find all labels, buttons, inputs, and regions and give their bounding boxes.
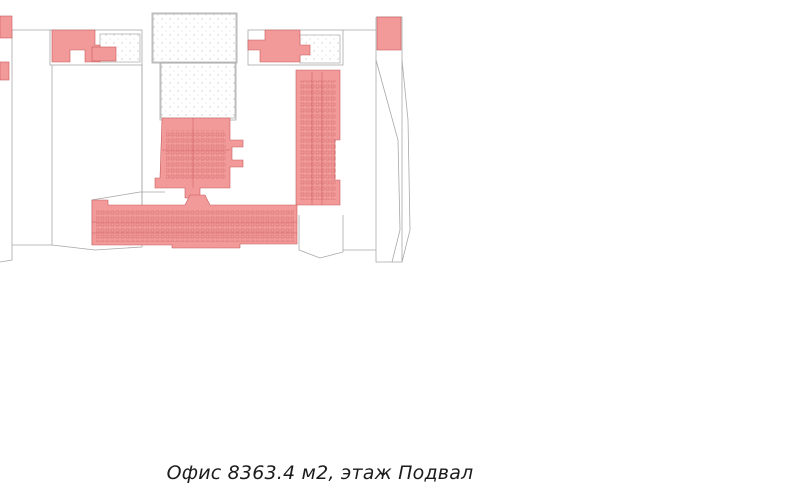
interior-walls (92, 72, 323, 234)
floor-plan (0, 12, 411, 263)
room-partitions (96, 80, 336, 242)
floor-plan-caption: Офис 8363.4 м2, этаж Подвал (166, 462, 474, 484)
